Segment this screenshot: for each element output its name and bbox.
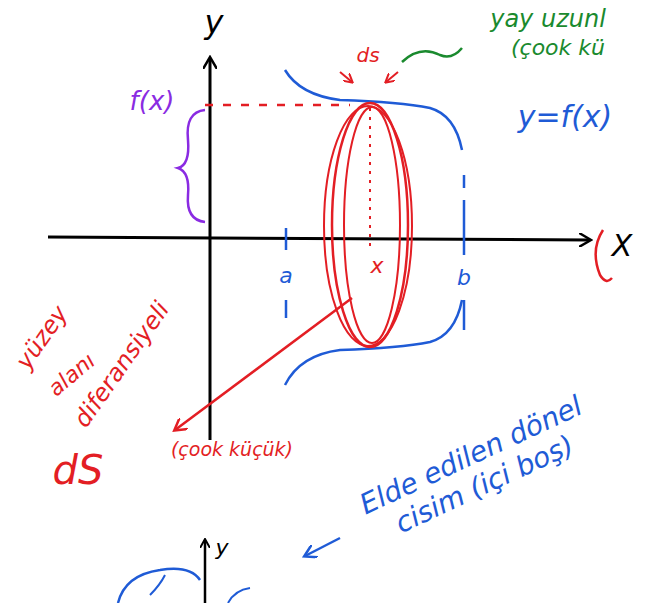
curve-equation: y=f(x)	[518, 100, 613, 135]
function-value: f(x)	[130, 87, 175, 117]
arc-length-symbol: ds	[356, 44, 379, 67]
note: yay uzunl	[490, 6, 606, 34]
bound-label: a	[279, 263, 292, 288]
note: Elde edilen dönel cisim (içi boş)	[351, 388, 605, 552]
surface-differential: dS	[53, 447, 104, 493]
note: (çook küçük)	[171, 439, 293, 461]
axis-label: y	[205, 4, 224, 41]
axis-label: y	[215, 535, 228, 560]
bound-label: b	[457, 265, 471, 290]
axis-label: X	[612, 229, 633, 264]
note: (çook kü	[511, 35, 605, 60]
point-label: x	[368, 253, 385, 278]
